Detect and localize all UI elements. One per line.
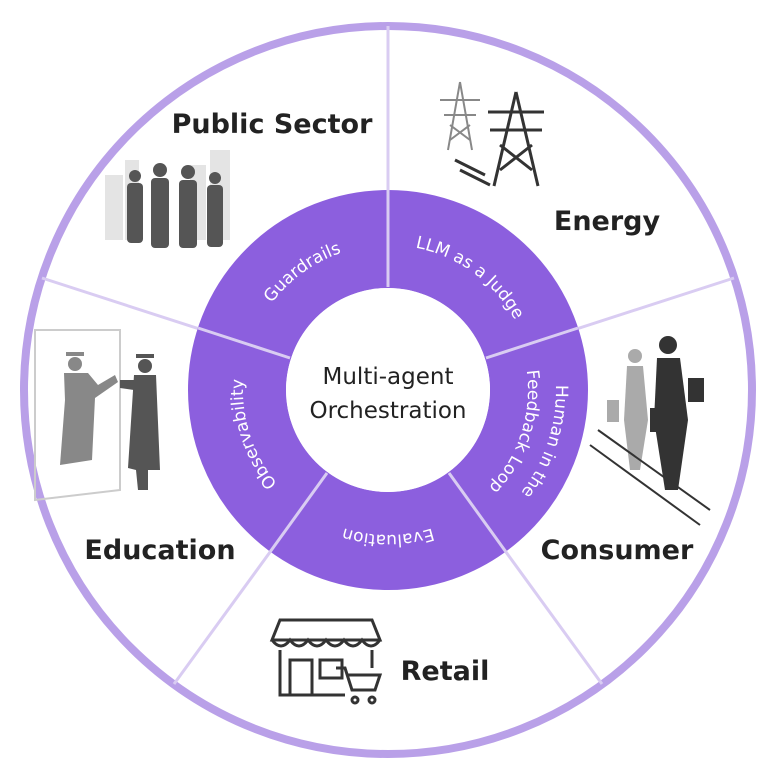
sector-label-consumer: Consumer: [541, 535, 694, 566]
sector-label-retail: Retail: [401, 656, 490, 687]
center-title-line1: Multi-agent: [323, 364, 454, 390]
sector-label-energy: Energy: [554, 206, 661, 237]
shoppers-icon: [589, 336, 711, 526]
business-people-icon: [105, 150, 230, 248]
store-cart-icon: [269, 618, 383, 705]
divider-line: [197, 326, 291, 360]
divider-line: [485, 326, 579, 360]
divider-line: [268, 472, 329, 553]
sector-label-education: Education: [84, 535, 235, 566]
center-circle: [286, 288, 490, 492]
center-title-line2: Orchestration: [309, 398, 466, 424]
ring-dividers: [197, 190, 579, 553]
power-tower-icon: [440, 81, 544, 187]
graduates-icon: [34, 329, 160, 502]
sector-label-public-sector: Public Sector: [172, 109, 373, 140]
divider-line: [447, 472, 508, 553]
